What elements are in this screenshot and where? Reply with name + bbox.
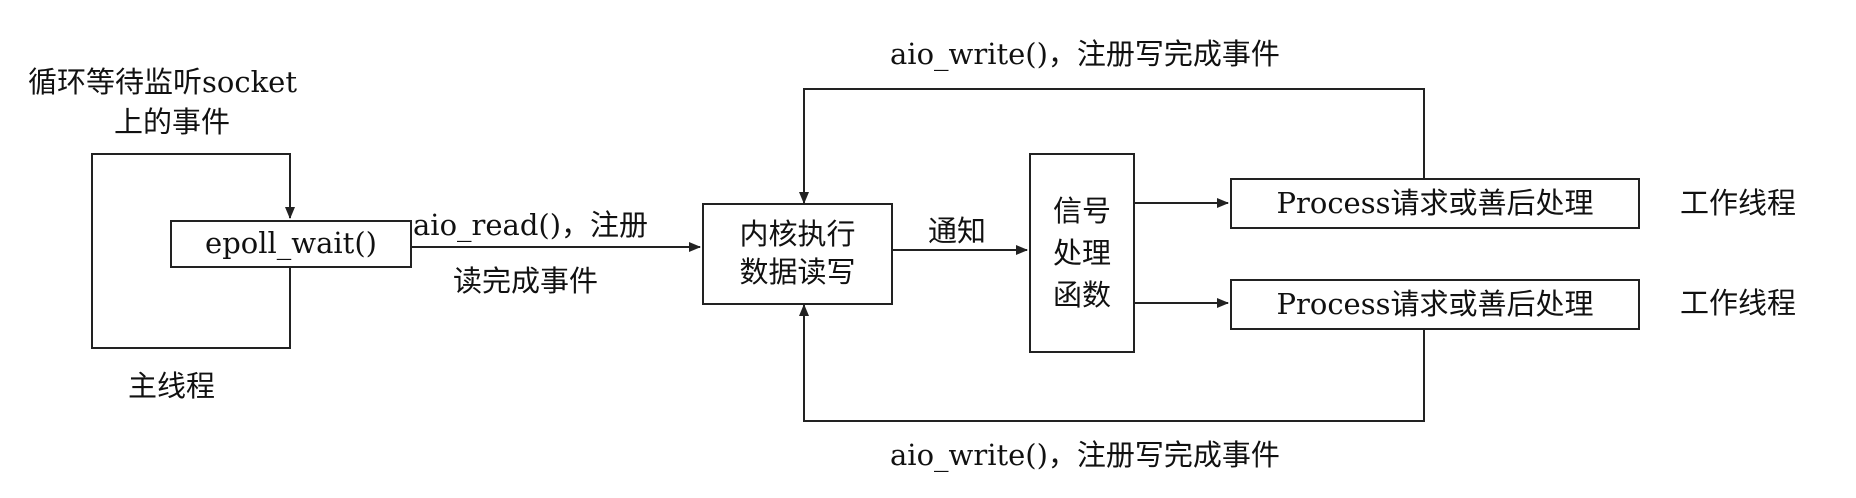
worker-process-box-2: Process请求或善后处理: [1230, 279, 1640, 330]
signal-box-line2: 处理: [1052, 235, 1111, 270]
worker-thread-label-2: 工作线程: [1680, 286, 1797, 320]
register-read-line1: aio_read()，注册: [413, 208, 649, 242]
kernel-box-line1: 内核执行: [739, 217, 856, 252]
epoll-wait-text: epoll_wait(): [205, 226, 377, 261]
worker-process-text-1: Process请求或善后处理: [1276, 185, 1594, 220]
register-read-line2: 读完成事件: [453, 264, 599, 298]
worker1-to-kernel-arrow: [799, 88, 1425, 204]
worker-thread-label-1: 工作线程: [1680, 186, 1797, 220]
kernel-box: 内核执行 数据读写: [702, 203, 893, 305]
worker-process-box-1: Process请求或善后处理: [1230, 178, 1640, 229]
register-write-top-label: aio_write()，注册写完成事件: [890, 37, 1280, 71]
notify-label: 通知: [928, 214, 987, 248]
signal-handler-box: 信号 处理 函数: [1029, 153, 1135, 353]
kernel-box-line2: 数据读写: [739, 255, 856, 289]
signal-box-line3: 函数: [1052, 278, 1111, 313]
worker-process-text-2: Process请求或善后处理: [1276, 286, 1594, 321]
register-write-bottom-label: aio_write()，注册写完成事件: [890, 438, 1280, 472]
main-loop-connector: [91, 153, 295, 349]
signal-box-line1: 信号: [1052, 193, 1111, 228]
loop-label-line2: 上的事件: [114, 105, 231, 139]
epoll-wait-box: epoll_wait(): [170, 220, 412, 268]
worker2-to-kernel-arrow: [799, 304, 1425, 422]
main-thread-label: 主线程: [128, 369, 216, 403]
loop-label-line1: 循环等待监听socket: [28, 65, 297, 99]
